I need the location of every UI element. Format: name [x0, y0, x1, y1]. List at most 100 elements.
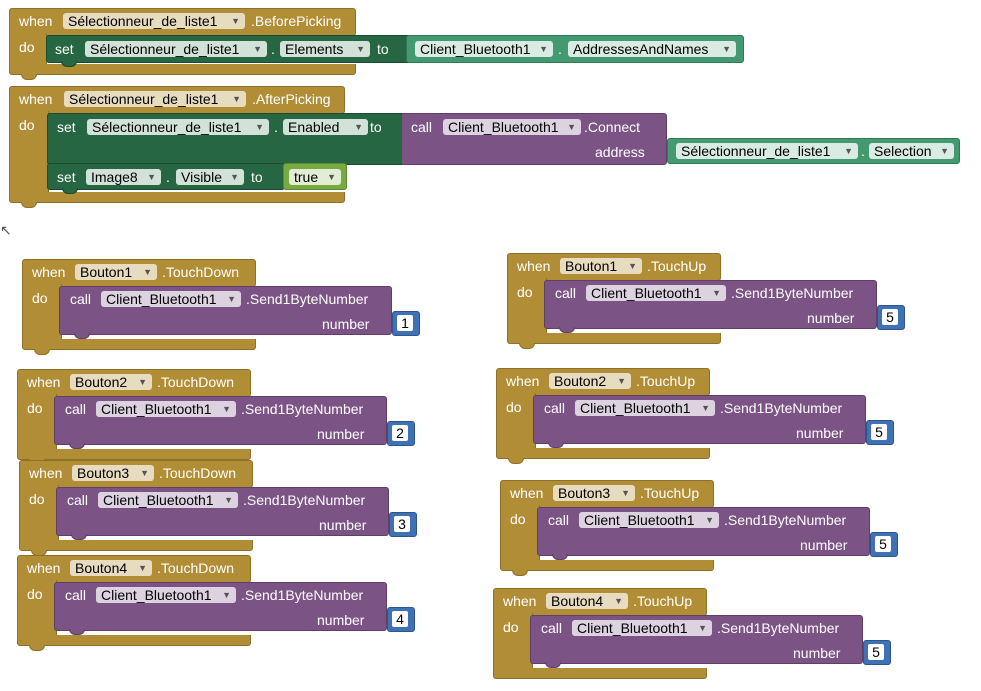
getter-component-dropdown[interactable]: Sélectionneur_de_liste1▼ [676, 143, 858, 159]
dot-separator: . [274, 119, 278, 135]
event-name: .AfterPicking [252, 91, 331, 107]
to-keyword: to [370, 119, 382, 135]
triangle-down-icon: ▼ [698, 623, 707, 633]
set-property-dropdown[interactable]: Enabled▼ [283, 119, 368, 135]
set-property-dropdown[interactable]: Visible▼ [176, 169, 244, 185]
dot-separator: . [861, 143, 865, 159]
param-label: number [796, 425, 844, 441]
component-dropdown[interactable]: Bouton3▼ [553, 485, 635, 501]
do-keyword: do [27, 400, 43, 416]
do-keyword: do [19, 117, 35, 133]
logic-true-block[interactable]: true▼ [283, 163, 347, 190]
call-component-dropdown[interactable]: Client_Bluetooth1▼ [96, 401, 236, 417]
triangle-down-icon: ▼ [354, 122, 363, 132]
getter-selection-block[interactable]: Sélectionneur_de_liste1▼ . Selection▼ [667, 138, 960, 164]
getter-component-dropdown[interactable]: Client_Bluetooth1▼ [415, 41, 553, 57]
do-keyword: do [27, 586, 43, 602]
number-value[interactable]: 1 [397, 315, 413, 331]
call-send-block[interactable]: call Client_Bluetooth1▼ .Send1ByteNumber… [544, 280, 877, 329]
set-enabled-block[interactable]: set Sélectionneur_de_liste1▼ . Enabled▼ … [47, 113, 405, 165]
set-component-dropdown[interactable]: Sélectionneur_de_liste1▼ [87, 119, 269, 135]
method-name: .Send1ByteNumber [241, 401, 364, 417]
when-keyword: when [27, 374, 61, 390]
number-block[interactable]: 5 [877, 305, 905, 330]
do-keyword: do [29, 491, 45, 507]
number-value[interactable]: 4 [392, 611, 408, 627]
getter-property-dropdown[interactable]: Selection▼ [869, 143, 954, 159]
component-dropdown[interactable]: Bouton4▼ [546, 593, 628, 609]
number-value[interactable]: 5 [868, 644, 884, 660]
triangle-down-icon: ▼ [138, 563, 147, 573]
call-keyword: call [67, 492, 89, 508]
component-dropdown[interactable]: Bouton1▼ [560, 258, 642, 274]
triangle-down-icon: ▼ [253, 44, 262, 54]
number-block[interactable]: 4 [387, 607, 415, 632]
call-send-block[interactable]: call Client_Bluetooth1▼ .Send1ByteNumber… [530, 615, 863, 664]
component-dropdown[interactable]: Bouton2▼ [549, 373, 631, 389]
call-component-dropdown[interactable]: Client_Bluetooth1▼ [96, 587, 236, 603]
param-label: number [807, 310, 855, 326]
event-name: .TouchUp [633, 593, 693, 609]
to-keyword: to [377, 41, 389, 57]
call-component-dropdown[interactable]: Client_Bluetooth1▼ [579, 512, 719, 528]
call-send-block[interactable]: call Client_Bluetooth1▼ .Send1ByteNumber… [537, 507, 870, 556]
param-label: address [595, 144, 645, 160]
number-block[interactable]: 5 [863, 640, 891, 665]
triangle-down-icon: ▼ [227, 294, 236, 304]
triangle-down-icon: ▼ [140, 468, 149, 478]
triangle-down-icon: ▼ [232, 94, 241, 104]
triangle-down-icon: ▼ [940, 146, 949, 156]
call-component-dropdown[interactable]: Client_Bluetooth1▼ [443, 119, 581, 135]
call-send-block[interactable]: call Client_Bluetooth1▼ .Send1ByteNumber… [54, 582, 387, 631]
call-component-dropdown[interactable]: Client_Bluetooth1▼ [98, 492, 238, 508]
number-block[interactable]: 5 [866, 420, 894, 445]
do-keyword: do [506, 399, 522, 415]
getter-property-dropdown[interactable]: AddressesAndNames▼ [568, 41, 736, 57]
when-keyword: when [510, 485, 544, 501]
event-name: .TouchDown [157, 374, 235, 390]
call-component-dropdown[interactable]: Client_Bluetooth1▼ [575, 400, 715, 416]
component-dropdown[interactable]: Bouton3▼ [72, 465, 154, 481]
call-component-dropdown[interactable]: Client_Bluetooth1▼ [101, 291, 241, 307]
event-name: .BeforePicking [251, 13, 342, 29]
boolean-dropdown[interactable]: true▼ [289, 169, 341, 185]
method-name: .Connect [584, 119, 641, 135]
call-keyword: call [411, 119, 433, 135]
number-block[interactable]: 5 [870, 532, 898, 557]
call-send-block[interactable]: call Client_Bluetooth1▼ .Send1ByteNumber… [59, 286, 392, 335]
method-name: .Send1ByteNumber [724, 512, 847, 528]
getter-block[interactable]: Client_Bluetooth1▼ . AddressesAndNames▼ [406, 35, 744, 63]
set-component-dropdown[interactable]: Image8▼ [86, 169, 161, 185]
number-value[interactable]: 5 [875, 536, 891, 552]
number-value[interactable]: 3 [394, 516, 410, 532]
when-keyword: when [503, 593, 537, 609]
method-name: .Send1ByteNumber [241, 587, 364, 603]
triangle-down-icon: ▼ [621, 488, 630, 498]
call-keyword: call [541, 620, 563, 636]
call-component-dropdown[interactable]: Client_Bluetooth1▼ [586, 285, 726, 301]
component-dropdown[interactable]: Bouton2▼ [70, 374, 152, 390]
set-property-dropdown[interactable]: Elements▼ [280, 41, 370, 57]
call-send-block[interactable]: call Client_Bluetooth1▼ .Send1ByteNumber… [54, 396, 387, 445]
triangle-down-icon: ▼ [617, 376, 626, 386]
number-value[interactable]: 2 [392, 425, 408, 441]
call-keyword: call [65, 587, 87, 603]
component-dropdown[interactable]: Bouton1▼ [75, 264, 157, 280]
call-send-block[interactable]: call Client_Bluetooth1▼ .Send1ByteNumber… [56, 487, 389, 536]
number-block[interactable]: 2 [387, 421, 415, 446]
component-dropdown[interactable]: Sélectionneur_de_liste1▼ [64, 91, 246, 107]
call-send-block[interactable]: call Client_Bluetooth1▼ .Send1ByteNumber… [533, 395, 866, 444]
param-label: number [317, 426, 365, 442]
number-value[interactable]: 5 [871, 424, 887, 440]
number-value[interactable]: 5 [882, 309, 898, 325]
param-label: number [800, 537, 848, 553]
component-dropdown[interactable]: Bouton4▼ [70, 560, 152, 576]
component-dropdown[interactable]: Sélectionneur_de_liste1▼ [63, 13, 245, 29]
set-visible-block[interactable]: set Image8▼ . Visible▼ to [47, 163, 285, 190]
set-component-dropdown[interactable]: Sélectionneur_de_liste1▼ [85, 41, 267, 57]
number-block[interactable]: 1 [392, 311, 420, 336]
number-block[interactable]: 3 [389, 512, 417, 537]
call-connect-block[interactable]: call Client_Bluetooth1▼ .Connect address [401, 113, 667, 165]
set-block[interactable]: set Sélectionneur_de_liste1▼ . Elements▼… [46, 35, 411, 63]
call-component-dropdown[interactable]: Client_Bluetooth1▼ [572, 620, 712, 636]
